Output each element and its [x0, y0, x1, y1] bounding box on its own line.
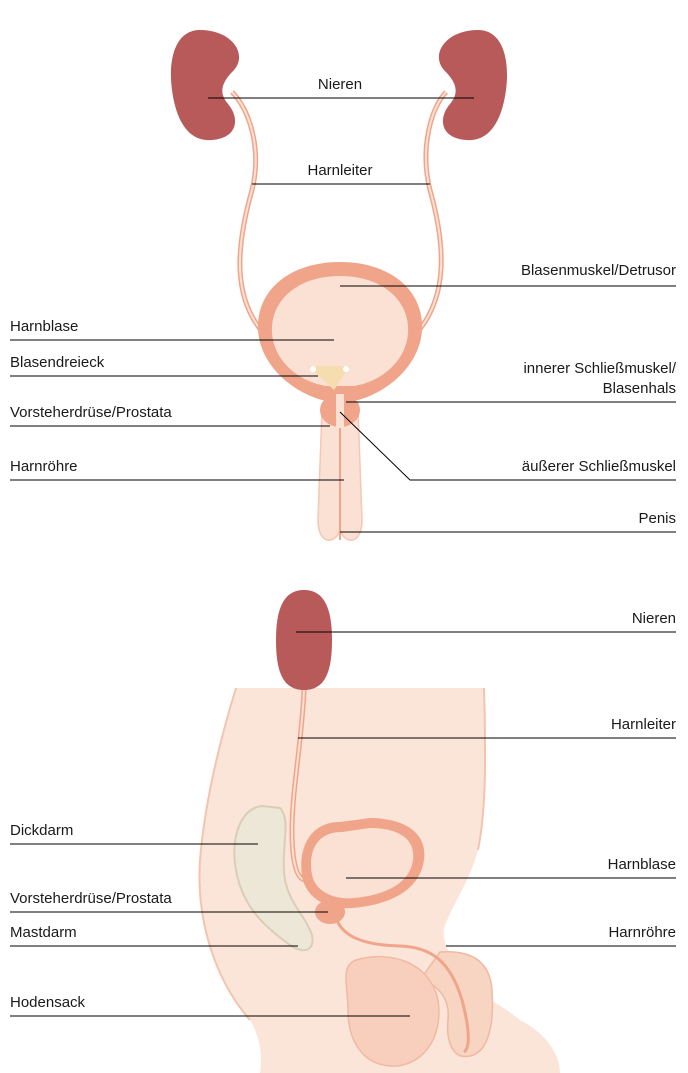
left-kidney — [171, 30, 239, 140]
label-nieren-top: Nieren — [280, 76, 400, 94]
label-harnroehre-top: Harnröhre — [10, 458, 210, 476]
label-harnleiter-bottom: Harnleiter — [420, 716, 676, 734]
label-nieren-bottom: Nieren — [420, 610, 676, 628]
label-mastdarm: Mastdarm — [10, 924, 210, 942]
side-kidney — [276, 590, 332, 690]
label-blasendreieck: Blasendreieck — [10, 354, 210, 372]
right-kidney — [439, 30, 507, 140]
label-harnblase-bottom: Harnblase — [420, 856, 676, 874]
label-harnblase-top: Harnblase — [10, 318, 210, 336]
label-prostata-top: Vorsteherdrüse/Prostata — [10, 404, 270, 422]
label-innerer-schliessmuskel-2: Blasenhals — [420, 380, 676, 398]
label-blasenmuskel: Blasenmuskel/Detrusor — [420, 262, 676, 280]
label-harnleiter-top: Harnleiter — [270, 162, 410, 180]
label-prostata-bottom: Vorsteherdrüse/Prostata — [10, 890, 270, 908]
label-innerer-schliessmuskel-1: innerer Schließmuskel/ — [420, 360, 676, 378]
label-dickdarm: Dickdarm — [10, 822, 210, 840]
label-hodensack: Hodensack — [10, 994, 210, 1012]
lateral-view — [199, 590, 560, 1073]
label-harnroehre-bottom: Harnröhre — [420, 924, 676, 942]
label-aeusserer-schliessmuskel: äußerer Schließmuskel — [420, 458, 676, 476]
label-penis: Penis — [420, 510, 676, 528]
